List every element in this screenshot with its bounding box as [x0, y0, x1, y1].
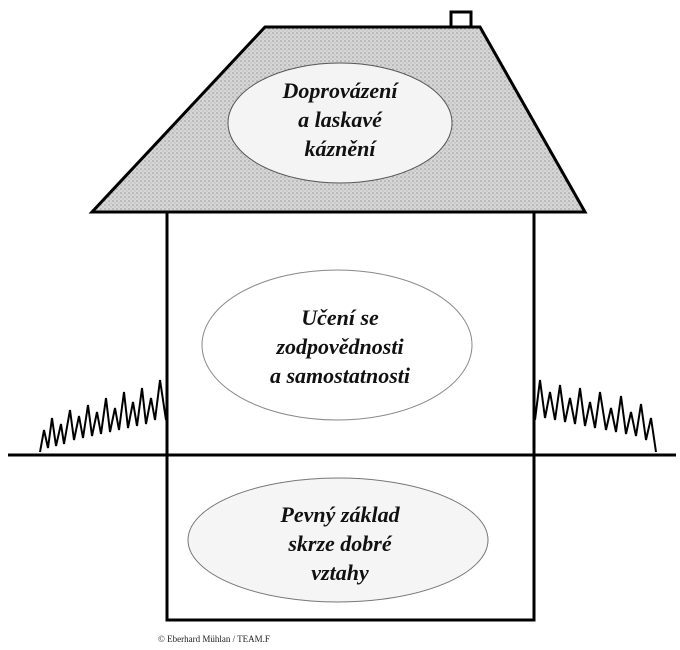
middle-ellipse [201, 269, 473, 421]
roof-line-1: Doprovázení [282, 78, 398, 103]
roof-ellipse [227, 62, 453, 184]
walls-label: Učení se zodpovědnosti a samostatnosti [230, 303, 450, 390]
foundation-ellipse [187, 477, 489, 603]
foundation-line-2: skrze dobré [288, 531, 392, 556]
walls-line-2: zodpovědnosti [276, 334, 404, 359]
foundation-line-3: vztahy [311, 560, 369, 585]
grass-left [39, 379, 167, 453]
roof-label: Doprovázení a laskavé kázně­ní [230, 76, 450, 163]
copyright-notice: © Eberhard Mühlan / TEAM.F [158, 634, 270, 644]
walls-line-3: a samostatnosti [270, 363, 410, 388]
walls-line-1: Učení se [301, 305, 379, 330]
foundation-label: Pevný základ skrze dobré vztahy [230, 500, 450, 587]
grass-right [534, 379, 657, 453]
foundation-line-1: Pevný základ [280, 502, 400, 527]
roof-line-3: kázně­ní [304, 136, 376, 161]
roof-line-2: a laskavé [298, 107, 382, 132]
